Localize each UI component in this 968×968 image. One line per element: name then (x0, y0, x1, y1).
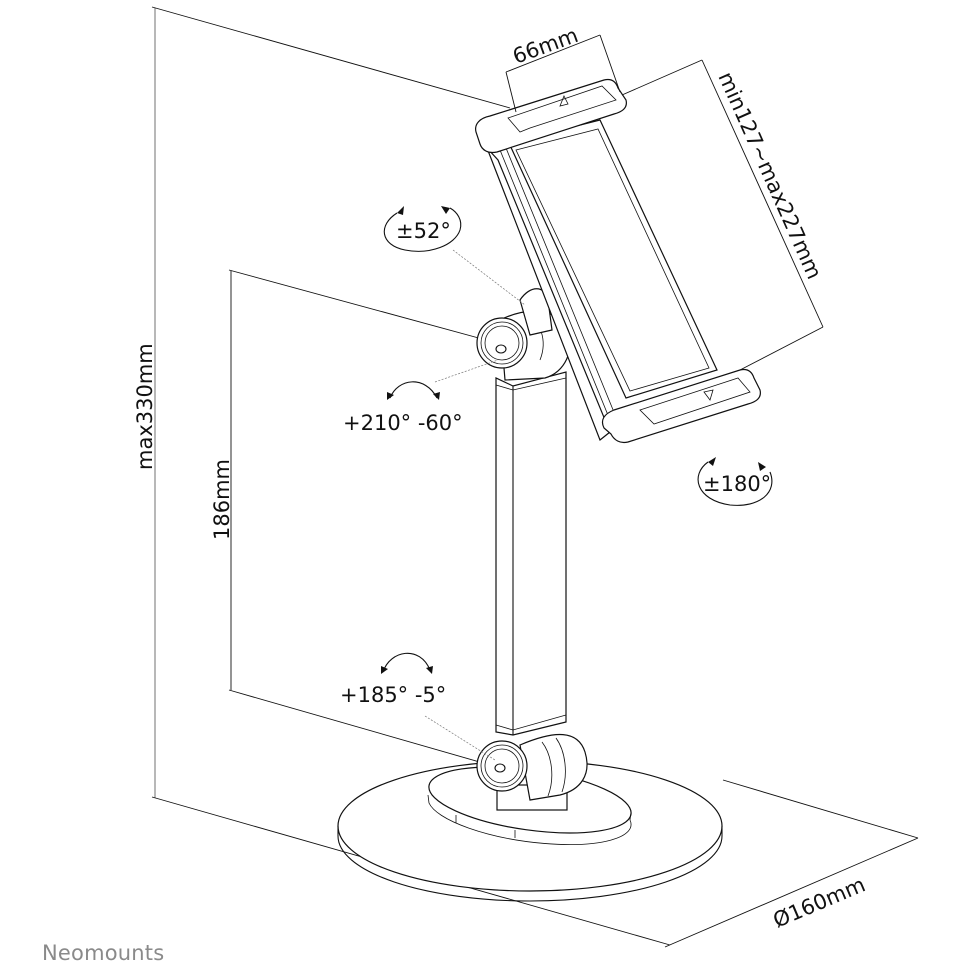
clamp-range-bottom-extension (739, 326, 824, 371)
rotate-arrow-icon (441, 206, 450, 214)
top-joint-rotation-callout: +210° -60° (343, 359, 499, 435)
clamp-range-label: min127~max227mm (713, 68, 826, 282)
tablet-rotation-callout: ±180° (697, 457, 773, 506)
pole-height-bottom-extension (228, 689, 498, 768)
bottom-joint-rotation-label: +185° -5° (340, 683, 446, 707)
clamp-range-top-extension (621, 59, 703, 96)
rotate-arrow-icon (397, 206, 404, 215)
rotate-arrow-icon (426, 666, 433, 674)
clamp-width-ext-left (505, 71, 517, 113)
swivel-rotation-label: ±52° (396, 219, 451, 243)
pole-height-top-extension (228, 269, 498, 344)
base-diameter-line (664, 837, 919, 948)
rotate-arrow-icon (387, 392, 394, 400)
max-height-label: max330mm (133, 343, 157, 470)
bottom-joint-rotation-callout: +185° -5° (340, 652, 496, 761)
rotate-arrow-icon (433, 392, 440, 400)
pole (495, 371, 567, 736)
top-joint-rotation-label: +210° -60° (343, 411, 463, 435)
clamp-width-ext-right (599, 34, 621, 93)
tablet-holder (475, 78, 761, 444)
rotate-arrow-icon (758, 462, 766, 471)
bottom-joint (476, 734, 588, 811)
brand-logo: Neomounts (42, 941, 164, 965)
rotate-arrow-icon (708, 457, 716, 466)
tablet-rotation-label: ±180° (703, 472, 771, 496)
pole-height-label: 186mm (210, 459, 234, 540)
clamp-width-line (505, 34, 601, 73)
max-height-dimension: max330mm (133, 6, 671, 946)
pole-height-dimension: 186mm (210, 269, 498, 768)
clamp-range-line (701, 59, 824, 328)
max-height-top-extension (151, 6, 511, 109)
base-diameter-extension (722, 779, 919, 839)
swivel-rotation-callout: ±52° (383, 206, 526, 306)
top-joint (476, 288, 571, 381)
base-diameter-label: Ø160mm (770, 872, 869, 932)
clamp-width-label: 66mm (510, 23, 582, 69)
rotate-arrow-icon (381, 666, 388, 674)
